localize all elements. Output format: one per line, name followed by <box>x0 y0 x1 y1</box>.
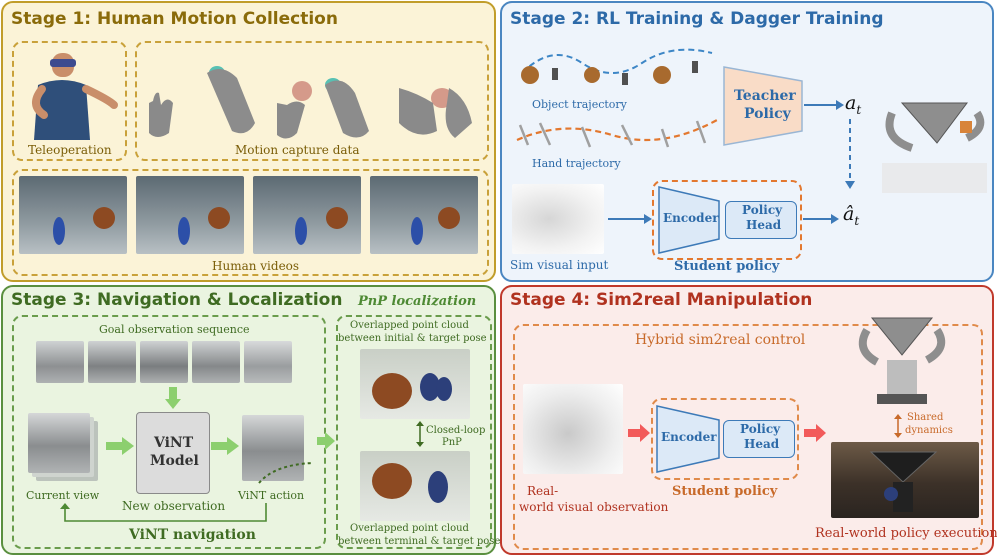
object-trajectory-drawing <box>521 48 713 85</box>
closed-loop-arrow <box>416 421 424 447</box>
vint-action-path <box>258 462 313 484</box>
goal-frame-1 <box>36 341 84 383</box>
stage3-panel: Stage 3: Navigation & Localization PnP l… <box>1 285 500 555</box>
stage1-panel: Stage 1: Human Motion Collection Teleope… <box>1 1 496 282</box>
student-to-action-arrow <box>803 214 839 224</box>
encoder-label: Encoder <box>663 211 719 225</box>
realworld-obs-label-2: world visual observation <box>519 500 669 514</box>
action-hat-label: ât <box>843 203 859 228</box>
pnp-localization-title: PnP localization <box>358 294 477 309</box>
action-hat-sub: t <box>854 213 860 228</box>
teacher-to-action-arrow <box>804 100 844 110</box>
vint-model-label-1: ViNT <box>154 435 194 451</box>
teleoperation-label: Teleoperation <box>28 143 112 157</box>
current-view-label: Current view <box>26 489 100 502</box>
stage2-panel: Stage 2: RL Training & Dagger Training O… <box>500 1 994 282</box>
stage1-title: Stage 1: Human Motion Collection <box>11 9 338 29</box>
goal-to-vint-arrow <box>165 387 181 409</box>
goal-sequence-label: Goal observation sequence <box>99 323 250 336</box>
encoder-shape <box>658 186 720 254</box>
teacher-policy-label-2: Policy <box>744 106 791 122</box>
human-videos-box: Human videos <box>12 169 489 276</box>
nav-to-pnp-arrow <box>317 432 335 450</box>
student-policy-box: Encoder Policy Head <box>652 180 802 260</box>
videos-label: Human videos <box>212 259 300 273</box>
video-objects <box>53 207 460 245</box>
stage3-title: Stage 3: Navigation & Localization <box>11 290 343 310</box>
vint-action-image <box>242 415 304 481</box>
overlap-bottom-label-2: between terminal & target pose <box>338 536 501 547</box>
hand-trajectory-label: Hand trajectory <box>532 157 621 170</box>
action-down-arrow <box>845 119 855 189</box>
teleoperation-box: Teleoperation <box>12 41 127 161</box>
stage4-policy-head-label-1: Policy <box>740 422 781 436</box>
stage4-title: Stage 4: Sim2real Manipulation <box>510 290 813 310</box>
policy-head-label-1: Policy <box>742 203 783 217</box>
goal-frame-5 <box>244 341 292 383</box>
robot-arm-sim-image <box>882 102 987 193</box>
realworld-robot-overlay <box>869 451 938 512</box>
hybrid-label: Hybrid sim2real control <box>635 332 806 348</box>
pointcloud-bottom-objects <box>372 463 448 503</box>
realworld-obs-image <box>523 384 623 474</box>
mocap-box: Motion capture data <box>135 41 489 161</box>
action-a: a <box>845 92 857 114</box>
video-frame-4 <box>370 176 478 254</box>
sim-to-student-arrow <box>608 214 652 224</box>
vint-model-box <box>136 412 210 494</box>
teacher-policy-label-1: Teacher <box>734 88 796 104</box>
stage4-student-box: Encoder Policy Head <box>651 398 799 480</box>
human-figure-image <box>32 53 118 140</box>
sim-visual-image <box>512 184 604 254</box>
object-trajectory-label: Object trajectory <box>532 98 627 111</box>
policy-head-box <box>725 201 797 239</box>
policy-head-label-2: Head <box>746 218 782 232</box>
feedback-loop-arrow <box>60 503 267 522</box>
hand-trajectory-drawing <box>516 119 718 148</box>
stage4-policy-head-label-2: Head <box>744 437 780 451</box>
teacher-policy-shape <box>723 66 803 146</box>
vint-to-action-arrow <box>211 437 239 455</box>
action-a-label: at <box>845 92 861 117</box>
pointcloud-top-objects <box>372 373 452 409</box>
current-to-vint-arrow <box>106 437 134 455</box>
obs-to-student-arrow <box>628 424 650 442</box>
vint-navigation-box: Goal observation sequence Current view V… <box>12 315 326 549</box>
vint-navigation-label: ViNT navigation <box>129 527 256 543</box>
realworld-obs-label-1: Real- <box>527 484 559 498</box>
overlap-top-label-1: Overlapped point cloud <box>350 320 469 331</box>
shared-dynamics-arrow <box>894 414 902 438</box>
hybrid-control-box: Hybrid sim2real control Real- world visu… <box>513 317 997 550</box>
vint-action-label: ViNT action <box>238 489 305 502</box>
vint-model-label-2: Model <box>150 453 199 469</box>
stage4-panel: Stage 4: Sim2real Manipulation Hybrid si… <box>500 285 997 555</box>
closed-loop-label-1: Closed-loop <box>426 425 486 436</box>
sim-visual-label: Sim visual input <box>510 258 609 272</box>
overlap-bottom-label-1: Overlapped point cloud <box>350 523 469 534</box>
student-policy-label: Student policy <box>674 259 780 274</box>
mocap-hands-image <box>149 66 472 139</box>
action-a-sub: t <box>856 102 862 117</box>
stage4-encoder-shape <box>656 405 720 473</box>
goal-frame-3 <box>140 341 188 383</box>
stage4-policy-head-box <box>723 420 795 458</box>
mocap-label: Motion capture data <box>235 143 360 157</box>
current-view-stack <box>28 413 90 473</box>
stage2-title: Stage 2: RL Training & Dagger Training <box>510 9 884 29</box>
stage4-encoder-label: Encoder <box>661 430 717 444</box>
shared-dynamics-label-1: Shared <box>907 412 944 423</box>
shared-dynamics-label-2: dynamics <box>905 425 953 436</box>
execution-label: Real-world policy execution <box>815 526 997 541</box>
student-to-robot-arrow <box>804 424 826 442</box>
closed-loop-label-2: PnP <box>442 437 462 448</box>
goal-frame-2 <box>88 341 136 383</box>
overlap-top-label-2: between initial & target pose <box>338 333 487 344</box>
pnp-box: Overlapped point cloud between initial &… <box>336 315 500 549</box>
new-observation-label: New observation <box>122 499 226 513</box>
action-hat: â <box>843 203 855 225</box>
sim-robot-image <box>858 317 946 404</box>
stage4-student-label: Student policy <box>672 484 778 499</box>
goal-frame-4 <box>192 341 240 383</box>
